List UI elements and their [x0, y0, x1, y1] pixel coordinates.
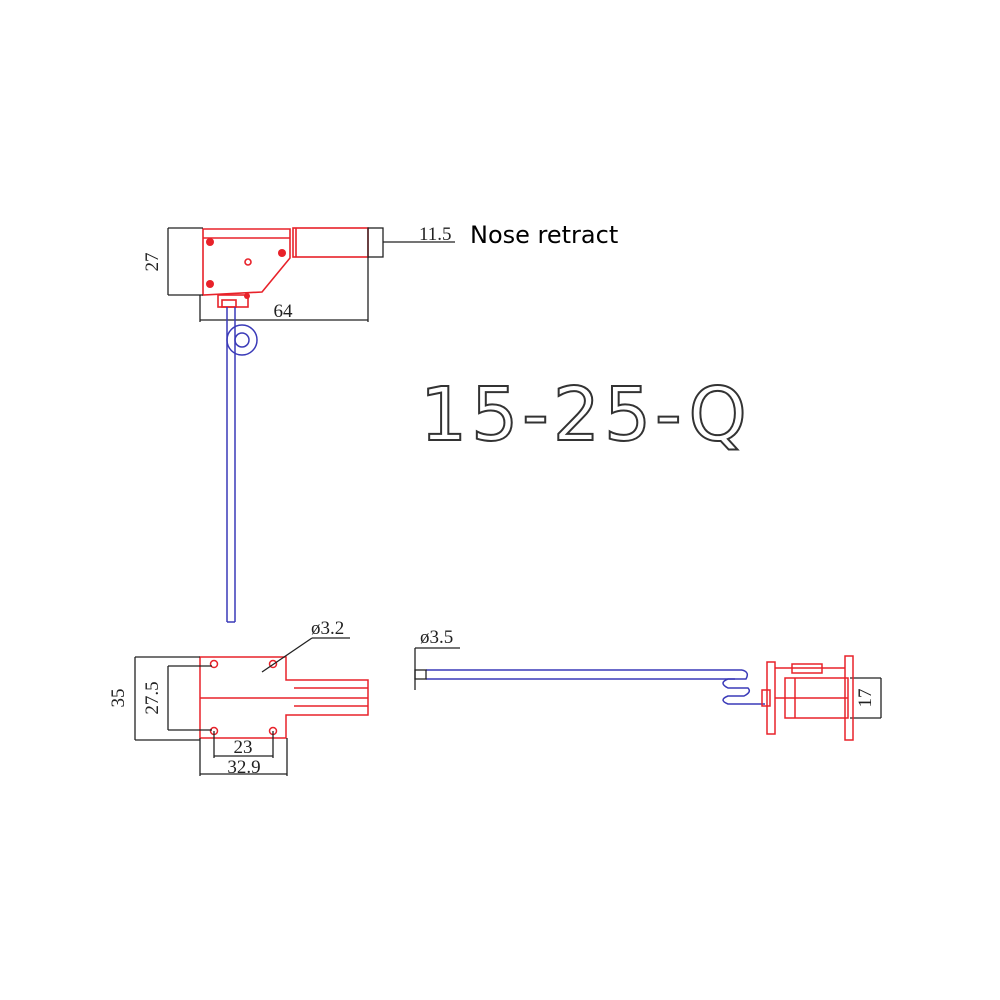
top-view-retract: 27 64 11.5 — [142, 224, 455, 623]
base-plate-view: 35 27.5 23 32.9 ø3.2 — [108, 618, 369, 778]
dim-11-5: 11.5 — [419, 224, 452, 245]
dim-hole-diameter: ø3.2 — [311, 618, 344, 639]
dim-35: 35 — [108, 689, 129, 708]
title-label: Nose retract — [470, 221, 618, 249]
dim-23: 23 — [234, 737, 253, 758]
mounting-holes — [206, 238, 286, 299]
dim-strut-diameter: ø3.5 — [420, 627, 453, 648]
dim-64: 64 — [274, 301, 294, 322]
dim-32-9: 32.9 — [227, 757, 260, 778]
retract-mechanism-side — [761, 655, 854, 741]
top-dimension-lines — [167, 227, 455, 322]
base-dimension-lines — [134, 637, 350, 776]
base-plate — [199, 656, 369, 739]
dim-27-5: 27.5 — [142, 681, 163, 714]
retract-body-top — [202, 227, 369, 308]
model-number: 15-25-Q — [420, 372, 751, 458]
dim-27: 27 — [142, 253, 163, 272]
strut-wire-top — [226, 307, 258, 623]
dim-17: 17 — [855, 689, 876, 708]
side-dimension-lines — [414, 647, 882, 719]
side-view: ø3.5 17 — [414, 627, 882, 741]
strut-wire-side — [426, 669, 765, 705]
